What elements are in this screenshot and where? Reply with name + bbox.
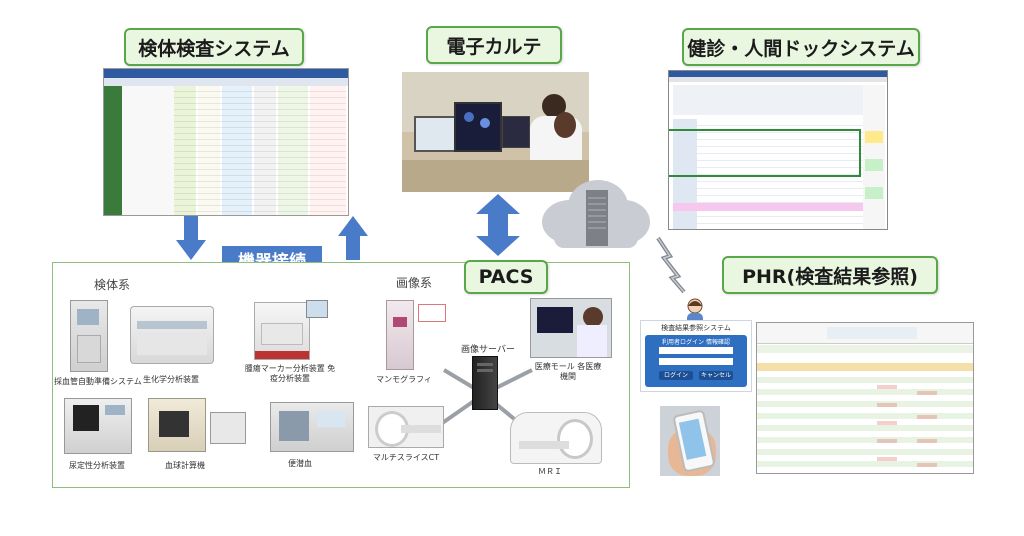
phr-password-field[interactable] bbox=[659, 358, 733, 365]
device-label-mri: ＭＲＩ bbox=[538, 467, 562, 476]
phr-title: PHR(検査結果参照) bbox=[722, 256, 938, 294]
tumor-marker-analyzer bbox=[254, 302, 310, 360]
device-label-urine: 尿定性分析装置 bbox=[69, 461, 125, 470]
phr-login-header: 利用者ログイン 情報確認 bbox=[662, 339, 730, 346]
ct-scanner bbox=[368, 406, 444, 448]
device-label-modality: 医療モール 各医療機関 bbox=[534, 362, 602, 381]
urine-analyzer bbox=[64, 398, 132, 454]
arrow-down-icon bbox=[176, 216, 206, 260]
specimen-group-title: 検体系 bbox=[94, 278, 131, 292]
blood-tube-prep-device bbox=[70, 300, 108, 372]
arrow-up-icon bbox=[338, 216, 368, 260]
emr-title: 電子カルテ bbox=[426, 26, 562, 64]
analyzer-monitor bbox=[306, 300, 328, 318]
device-label-server: 画像サーバー bbox=[461, 345, 515, 355]
phr-user-id-field[interactable] bbox=[659, 347, 733, 354]
blood-cell-counter bbox=[148, 398, 206, 452]
phr-cancel-button[interactable]: キャンセル bbox=[699, 371, 733, 380]
device-label-blood-cell: 血球計算機 bbox=[165, 461, 205, 470]
lab-system-title: 検体検査システム bbox=[124, 28, 304, 66]
device-label-fecal: 便潜血 bbox=[288, 459, 312, 468]
medical-mall-workstation bbox=[530, 298, 612, 358]
counter-monitor bbox=[210, 412, 246, 444]
device-label-mammography: マンモグラフィ bbox=[376, 375, 432, 384]
image-server bbox=[472, 356, 498, 410]
phr-login-button[interactable]: ログイン bbox=[659, 371, 693, 380]
pacs-label: PACS bbox=[464, 260, 548, 294]
smartphone-photo bbox=[660, 406, 720, 476]
emr-photo bbox=[402, 72, 589, 192]
phr-results-screenshot bbox=[756, 322, 974, 474]
biochemistry-analyzer bbox=[130, 306, 214, 364]
lightning-icon bbox=[656, 236, 686, 294]
phr-login-title: 検査結果参照システム bbox=[661, 324, 731, 332]
cloud-icon bbox=[542, 180, 650, 248]
mammography-device bbox=[386, 300, 414, 370]
lab-system-screenshot bbox=[103, 68, 349, 216]
device-label-blood-tube: 採血管自動準備システム bbox=[54, 377, 142, 386]
device-label-biochemistry: 生化学分析装置 bbox=[143, 375, 199, 384]
mammography-logo bbox=[418, 304, 446, 322]
phr-login-panel: 検査結果参照システム 利用者ログイン 情報確認 ログイン キャンセル bbox=[640, 320, 752, 392]
user-avatar-icon bbox=[687, 298, 703, 326]
imaging-group-title: 画像系 bbox=[396, 276, 433, 290]
fecal-occult-blood-device bbox=[270, 402, 354, 452]
mri-scanner bbox=[510, 412, 602, 464]
checkup-system-screenshot bbox=[668, 70, 888, 230]
double-arrow-icon bbox=[476, 194, 520, 256]
device-label-ct: マルチスライスCT bbox=[372, 453, 440, 462]
checkup-system-title: 健診・人間ドックシステム bbox=[682, 28, 920, 66]
device-label-tumor-marker: 腫瘍マーカー分析装置 免疫分析装置 bbox=[244, 364, 336, 383]
